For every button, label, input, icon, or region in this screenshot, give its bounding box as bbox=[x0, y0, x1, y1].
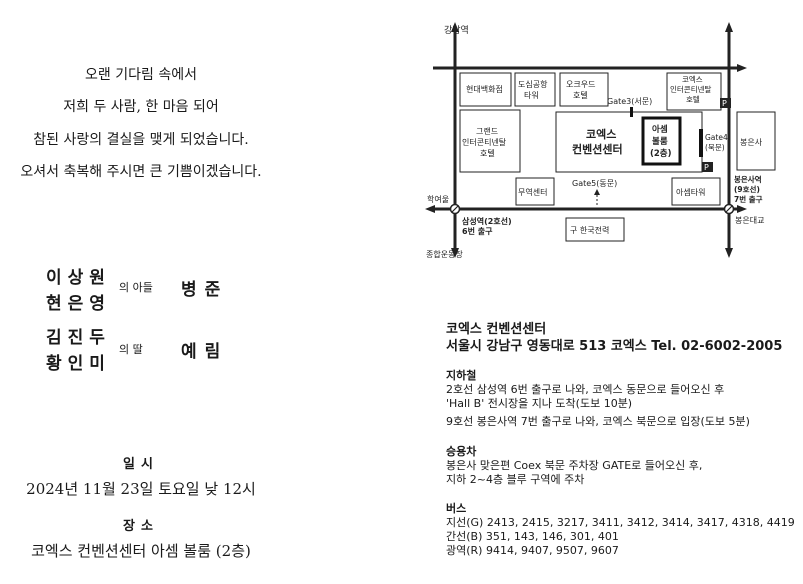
groom-father-name: 이상원 bbox=[46, 268, 111, 288]
svg-text:인터콘티넨탈: 인터콘티넨탈 bbox=[670, 84, 711, 94]
car-line-1: 봉은사 맞은편 Coex 북문 주차장 GATE로 들어오신 후, bbox=[446, 459, 703, 472]
label-hyundai: 현대백화점 bbox=[466, 84, 503, 94]
groom-relation: 의 아들 bbox=[119, 281, 153, 294]
asem-ballroom-highlight bbox=[641, 116, 682, 166]
svg-text:삼성역(2호선): 삼성역(2호선) bbox=[462, 216, 512, 226]
bus-title: 버스 bbox=[446, 502, 467, 515]
arrow-up-icon bbox=[725, 22, 733, 32]
svg-text:인터콘티넨탈: 인터콘티넨탈 bbox=[462, 137, 507, 147]
label-gangnam: 강남역 bbox=[444, 25, 469, 36]
greeting-line-4: 오셔서 축복해 주시면 큰 기쁨이겠습니다. bbox=[20, 164, 262, 180]
place-value: 코엑스 컨벤션센터 아셈 볼룸 (2층) bbox=[31, 542, 251, 560]
subway-line-2: 'Hall B' 전시장을 지나 도착(도보 10분) bbox=[446, 397, 633, 410]
svg-text:호텔: 호텔 bbox=[686, 95, 700, 104]
svg-text:아셈타워: 아셈타워 bbox=[676, 187, 705, 197]
greeting-line-3: 참된 사랑의 결실을 맺게 되었습니다. bbox=[33, 132, 249, 148]
svg-text:호텔: 호텔 bbox=[573, 91, 588, 100]
label-gate3: Gate3(서문) bbox=[607, 97, 652, 106]
arrow-left-icon bbox=[425, 205, 435, 213]
svg-text:도심공항: 도심공항 bbox=[518, 79, 548, 89]
svg-text:봉은대교: 봉은대교 bbox=[735, 216, 764, 225]
arrow-up-icon bbox=[451, 22, 459, 32]
svg-text:아셈: 아셈 bbox=[652, 124, 668, 135]
greeting-line-1: 오랜 기다림 속에서 bbox=[85, 67, 197, 83]
subway-line-3: 9호선 봉은사역 7번 출구로 나와, 코엑스 북문으로 입장(도보 5분) bbox=[446, 415, 750, 428]
arrow-down-icon bbox=[725, 248, 733, 258]
bus-line-2: 간선(B) 351, 143, 146, 301, 401 bbox=[446, 530, 619, 543]
location-map: 강남역 P P 현대백화점 도심공항 타워 오크우드 호텔 코엑스 인터콘티넨탈… bbox=[425, 22, 776, 259]
label-gate5: Gate5(동문) bbox=[572, 179, 617, 188]
bride-relation: 의 딸 bbox=[119, 343, 143, 356]
svg-text:오크우드: 오크우드 bbox=[566, 80, 595, 89]
svg-text:P: P bbox=[722, 99, 727, 108]
svg-text:그랜드: 그랜드 bbox=[476, 126, 498, 136]
parking-icon bbox=[720, 98, 731, 108]
building-kepco bbox=[565, 217, 625, 242]
gate3-marker bbox=[630, 107, 633, 117]
car-line-2: 지하 2~4층 블루 구역에 주차 bbox=[446, 473, 585, 486]
venue-address: 서울시 강남구 영동대로 513 코엑스 Tel. 02-6002-2005 bbox=[446, 339, 783, 354]
svg-text:종합운동장: 종합운동장 bbox=[426, 249, 463, 259]
arrow-right-icon bbox=[737, 64, 747, 72]
building-hyundai bbox=[459, 72, 512, 107]
svg-text:구 한국전력: 구 한국전력 bbox=[570, 225, 609, 235]
parking-icon bbox=[702, 162, 713, 172]
groom-name: 병준 bbox=[181, 280, 229, 300]
arrow-down-icon bbox=[451, 248, 459, 258]
venue-name: 코엑스 컨벤션센터 bbox=[446, 322, 547, 337]
datetime-label: 일시 bbox=[123, 457, 159, 472]
svg-text:타워: 타워 bbox=[524, 91, 539, 100]
svg-text:코엑스: 코엑스 bbox=[682, 74, 703, 84]
svg-text:볼룸: 볼룸 bbox=[652, 136, 668, 147]
svg-text:봉은사역: 봉은사역 bbox=[734, 174, 762, 184]
building-grand-ic bbox=[459, 109, 521, 173]
svg-text:(북문): (북문) bbox=[705, 143, 725, 152]
bride-name: 예림 bbox=[181, 342, 229, 362]
greeting-line-2: 저희 두 사람, 한 마음 되어 bbox=[63, 99, 219, 115]
svg-text:코엑스: 코엑스 bbox=[586, 128, 616, 141]
arrow-up-icon bbox=[594, 189, 600, 195]
building-trade-center bbox=[515, 177, 555, 206]
place-label: 장소 bbox=[123, 519, 159, 534]
bride-father-name: 김진두 bbox=[46, 328, 111, 348]
svg-text:학여울: 학여울 bbox=[427, 194, 449, 204]
bus-line-1: 지선(G) 2413, 2415, 3217, 3411, 3412, 3414… bbox=[446, 516, 795, 529]
arrow-right-icon bbox=[737, 205, 747, 213]
car-title: 승용차 bbox=[446, 445, 477, 458]
svg-text:컨벤션센터: 컨벤션센터 bbox=[572, 142, 623, 156]
subway-title: 지하철 bbox=[446, 369, 477, 382]
building-city-air bbox=[514, 72, 556, 107]
building-bongeunsa bbox=[736, 111, 776, 171]
svg-text:(9호선): (9호선) bbox=[734, 184, 760, 194]
building-asem-tower bbox=[671, 177, 721, 206]
bride-mother-name: 황인미 bbox=[46, 354, 111, 374]
svg-text:봉은사: 봉은사 bbox=[740, 138, 763, 147]
svg-text:P: P bbox=[704, 163, 709, 172]
building-ic-hotel bbox=[666, 72, 722, 111]
subway-line-1: 2호선 삼성역 6번 출구로 나와, 코엑스 동문으로 들어오신 후 bbox=[446, 383, 725, 396]
bus-line-3: 광역(R) 9414, 9407, 9507, 9607 bbox=[446, 544, 619, 557]
building-oakwood bbox=[559, 72, 609, 107]
gate4-marker bbox=[699, 129, 703, 157]
svg-text:무역센터: 무역센터 bbox=[518, 187, 547, 197]
svg-text:6번 출구: 6번 출구 bbox=[462, 226, 493, 236]
svg-text:7번 출구: 7번 출구 bbox=[734, 194, 763, 204]
groom-mother-name: 현은영 bbox=[46, 294, 111, 314]
svg-text:(2층): (2층) bbox=[650, 148, 672, 159]
datetime-value: 2024년 11월 23일 토요일 낮 12시 bbox=[26, 480, 256, 498]
svg-text:호텔: 호텔 bbox=[480, 149, 495, 158]
svg-text:Gate4: Gate4 bbox=[705, 133, 728, 142]
